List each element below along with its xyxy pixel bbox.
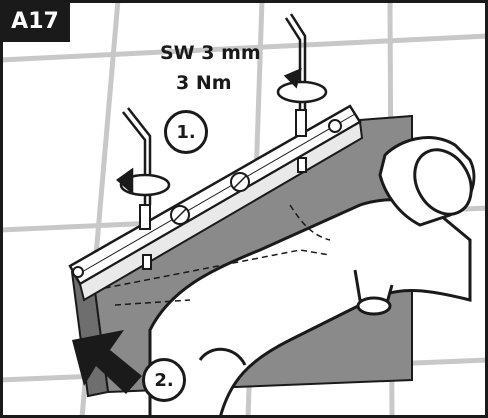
torque-label: 3 Nm [176,72,232,94]
mixer-body [148,136,476,418]
rotate-arrow-icon [115,67,328,197]
tool-size-label: SW 3 mm [160,42,261,64]
hidden-contours [94,204,331,306]
set-screws [139,109,307,270]
step-number-tag: A17 [0,0,70,42]
push-arrow-icon [72,330,142,394]
step-one-badge: 1. [164,110,208,154]
step-two-badge: 2. [142,358,186,402]
